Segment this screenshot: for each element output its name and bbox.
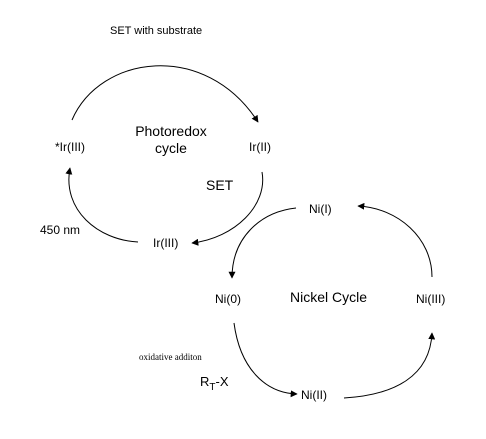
reagent-tail: -X <box>215 374 229 389</box>
ni2-species: Ni(II) <box>301 388 327 402</box>
oxidative-addition-label: oxidative additon <box>139 352 202 362</box>
ni1-species: Ni(I) <box>309 202 332 216</box>
ni3-species: Ni(III) <box>416 292 446 306</box>
ir3-species: Ir(III) <box>153 236 179 250</box>
photoredox-title-line1: Photoredox <box>135 123 207 139</box>
photoredox-title-line2: cycle <box>155 140 187 156</box>
arrow-ir3excited-to-ir2 <box>71 65 259 123</box>
reagent-subscript: T <box>209 382 216 393</box>
photoredox-cycle-title: Photoredox cycle <box>126 124 216 155</box>
arrow-ni2-to-ni3 <box>343 332 436 399</box>
arrow-ni1-to-ni0 <box>228 207 297 279</box>
arrow-ni0-to-ni2 <box>233 322 298 398</box>
reagent-label: RT-X <box>200 374 229 393</box>
ir2-species: Ir(II) <box>249 140 271 154</box>
reagent-main: R <box>200 374 210 389</box>
set-label: SET <box>206 177 234 193</box>
set-with-substrate-label: SET with substrate <box>110 25 203 37</box>
arrow-ni3-to-ni1 <box>357 202 433 278</box>
light-wavelength-label: 450 nm <box>40 223 81 237</box>
arrow-ir3-to-ir3excited <box>65 167 139 243</box>
ir3-excited-species: *Ir(III) <box>55 140 85 154</box>
arrow-ir2-to-ir3 <box>191 171 264 246</box>
ni0-species: Ni(0) <box>215 292 241 306</box>
nickel-cycle-title: Nickel Cycle <box>290 289 368 305</box>
